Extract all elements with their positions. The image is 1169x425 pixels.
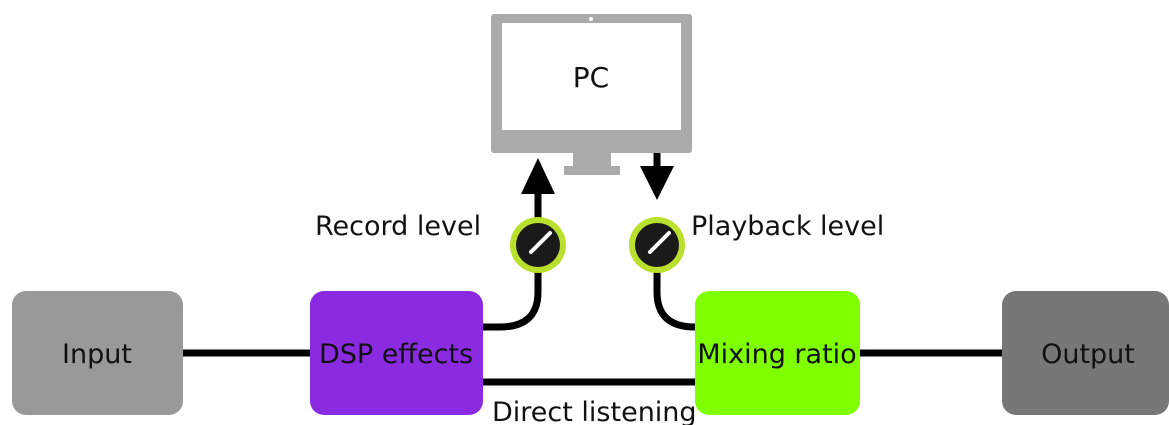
mixing-ratio-label: Mixing ratio [697,339,856,370]
pc-label: PC [573,61,609,94]
record-knob-indicator [529,231,552,254]
monitor-screen [502,23,681,130]
record-level-knob[interactable] [510,217,566,273]
pc-monitor: PC [491,14,692,175]
mixing-ratio-box [695,291,860,415]
wire-playback-knob-to-mixing [653,272,700,331]
playback-knob-indicator [648,231,671,254]
monitor-stand [573,153,611,166]
record-level-label: Record level [315,211,481,242]
output-label: Output [1041,339,1135,370]
input-node: Input [12,291,183,415]
monitor-base [564,166,620,175]
output-node: Output [1002,291,1169,415]
playback-level-knob[interactable] [629,217,685,273]
wire-dsp-to-record-knob [483,272,542,331]
input-box [12,291,183,415]
dsp-effects-box [310,291,483,415]
output-box [1002,291,1169,415]
dsp-effects-label: DSP effects [319,339,473,370]
mixing-ratio-node: Mixing ratio [695,291,860,415]
direct-listening-label: Direct listening [492,397,697,425]
dsp-effects-node: DSP effects [310,291,483,415]
monitor-camera-dot [589,17,593,21]
input-label: Input [62,339,132,370]
arrow-down-icon [640,166,674,200]
playback-level-label: Playback level [691,211,884,242]
arrow-up-icon [521,158,555,194]
